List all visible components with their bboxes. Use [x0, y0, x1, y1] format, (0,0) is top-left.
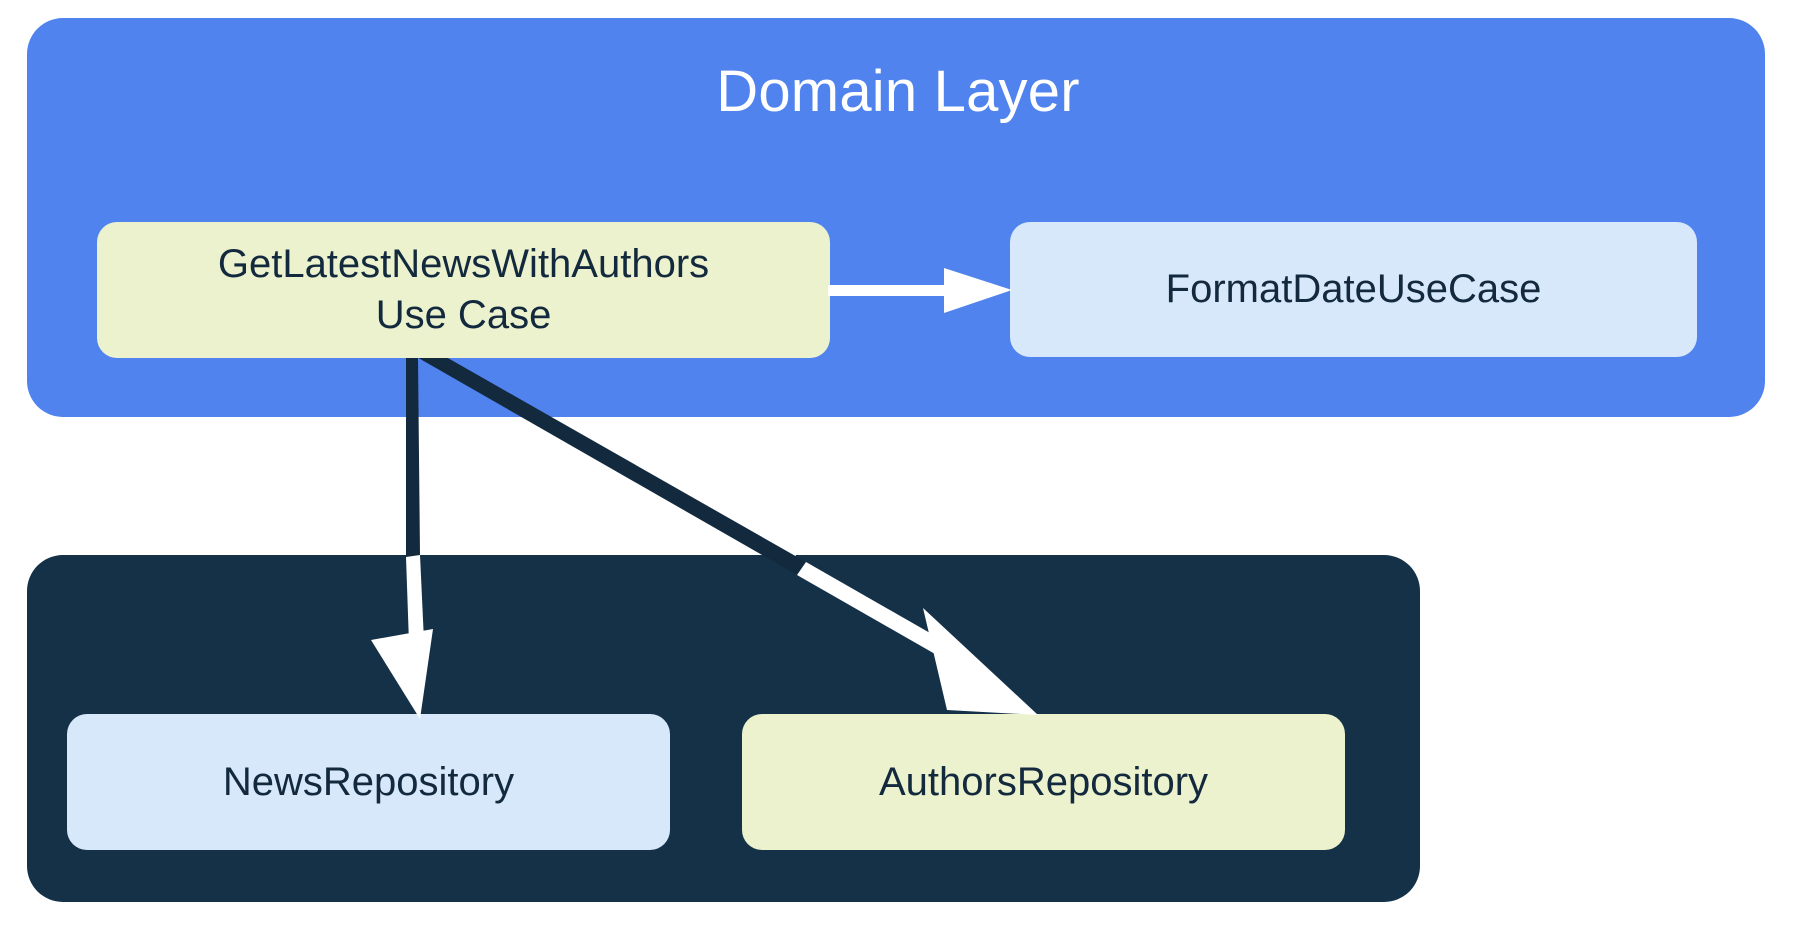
node-authors-repository[interactable]: AuthorsRepository — [742, 714, 1345, 850]
node-label: FormatDateUseCase — [1165, 267, 1542, 311]
node-label: AuthorsRepository — [878, 759, 1209, 804]
node-format-date-use-case[interactable]: FormatDateUseCase — [1010, 222, 1697, 357]
node-label: GetLatestNewsWithAuthors Use Case — [217, 242, 710, 337]
node-get-latest-news-with-authors-use-case[interactable]: GetLatestNewsWithAuthors Use Case — [97, 222, 830, 358]
data-layer-title: Data Layer — [590, 505, 857, 565]
node-label: NewsRepository — [222, 759, 515, 804]
domain-layer-title: Domain Layer — [716, 59, 1080, 124]
node-news-repository[interactable]: NewsRepository — [67, 714, 670, 850]
